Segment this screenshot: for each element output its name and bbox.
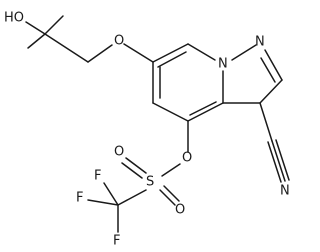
atom-fluorine-bottom: F: [113, 234, 120, 249]
atom-ether-oxygen: O: [114, 34, 124, 49]
atom-nitrile-nitrogen: N: [280, 184, 290, 199]
bond-s-o-right-b: [163, 185, 180, 202]
bond-o-c6: [123, 43, 154, 63]
bond-cq-methyl-down: [27, 33, 46, 49]
bond-s-cf3: [117, 189, 147, 206]
atom-labels: HO O N N O S O O F F F N: [4, 11, 290, 249]
bonds: [25, 15, 290, 233]
atom-sulfonyl-oxygen-right: O: [175, 203, 185, 218]
bond-c6-c7: [152, 43, 189, 63]
bond-cq-ch2: [44, 33, 89, 63]
bond-c4-c5: [152, 102, 189, 122]
atom-fluorine-left: F: [76, 191, 83, 206]
bond-cn-triple-c: [267, 141, 282, 183]
bond-ho-cq: [25, 21, 46, 35]
bond-c3a-c4: [187, 102, 224, 122]
bond-c6-c7-inner: [157, 51, 187, 68]
atom-hydroxyl: HO: [4, 11, 24, 26]
atom-fluorine-top: F: [94, 169, 101, 184]
bond-cn-triple-a: [271, 140, 286, 182]
atom-sulfur: S: [146, 175, 154, 190]
bond-cf3-f-top: [103, 182, 119, 206]
bond-s-o-right-a: [159, 189, 176, 206]
atom-triflate-oxygen: O: [182, 151, 192, 166]
bond-c7-n1: [187, 43, 216, 61]
bond-otf-s: [161, 163, 181, 177]
atom-ring-nitrogen-pyrazole: N: [255, 35, 265, 50]
bond-c2-c3: [259, 79, 283, 104]
bond-c3-cn: [259, 102, 273, 142]
bond-s-o-left-b: [125, 157, 147, 174]
atom-sulfonyl-oxygen-left: O: [114, 145, 124, 160]
bond-ch2-o: [87, 44, 113, 63]
atom-ring-nitrogen-bridge: N: [218, 57, 228, 72]
bond-cn-triple-b: [275, 139, 290, 181]
bond-cf3-f-left: [87, 199, 119, 206]
chemical-structure: HO O N N O S O O F F F N: [4, 11, 290, 249]
bond-n1-n2: [231, 44, 257, 61]
bond-c3a-c4-inner: [189, 101, 217, 116]
bond-n2-c2-inner: [260, 57, 276, 83]
bond-n2-c2: [264, 49, 283, 81]
bond-s-o-left-a: [121, 162, 143, 179]
bond-cq-methyl-up: [44, 15, 64, 35]
